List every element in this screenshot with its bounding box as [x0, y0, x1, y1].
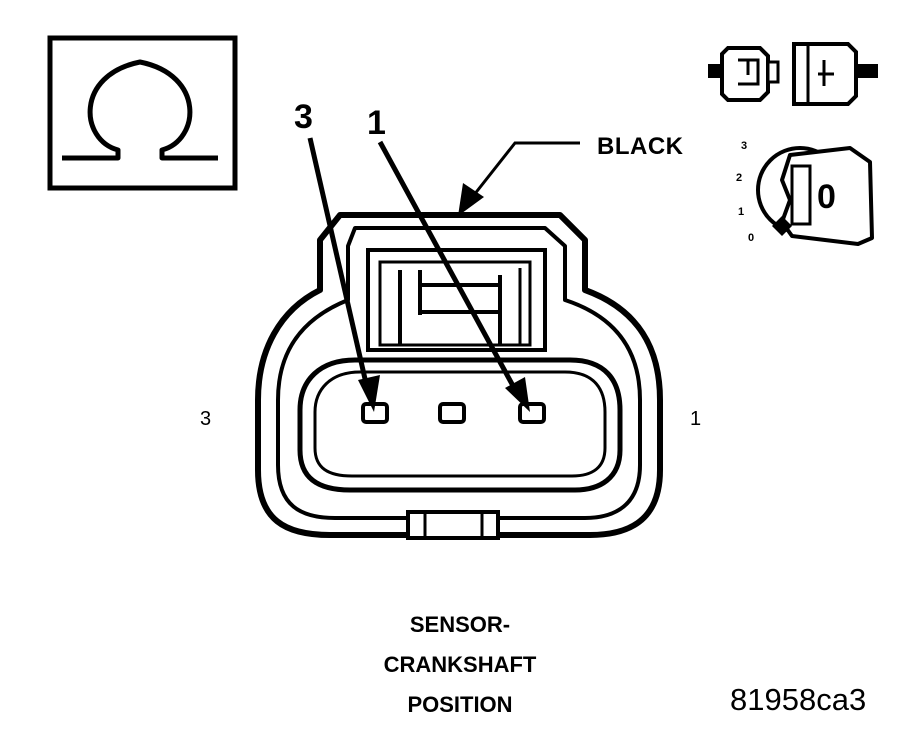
diagram-caption: SENSOR- CRANKSHAFT POSITION — [330, 605, 590, 725]
pin-2-cavity — [438, 402, 466, 424]
caption-line: CRANKSHAFT — [383, 652, 537, 677]
pin-1-callout: 1 — [367, 104, 386, 142]
pin-3-leader-arrow — [307, 137, 380, 412]
ignition-position-3: 3 — [741, 140, 748, 152]
ignition-key-off-icon — [756, 146, 874, 246]
ignition-position-2: 2 — [736, 172, 743, 184]
caption-line: POSITION — [407, 692, 513, 717]
pin-3-cavity — [361, 402, 389, 424]
right-pin-number: 1 — [690, 408, 702, 430]
figure-id: 81958ca3 — [730, 682, 867, 717]
ignition-key-position: 0 — [817, 178, 836, 216]
ignition-position-0: 0 — [748, 232, 755, 244]
ignition-position-1: 1 — [738, 206, 745, 218]
pin-1-cavity — [518, 402, 546, 424]
caption-line: SENSOR- — [409, 612, 511, 637]
connector-color-label: BLACK — [597, 133, 684, 160]
left-pin-number: 3 — [200, 408, 212, 430]
omega-symbol-icon — [47, 35, 238, 191]
color-leader-arrow — [458, 141, 580, 216]
pin-3-callout: 3 — [294, 98, 313, 136]
pin-1-leader-arrow — [377, 140, 530, 412]
unplugged-connector-icon — [708, 42, 878, 106]
connector-face — [255, 212, 663, 540]
